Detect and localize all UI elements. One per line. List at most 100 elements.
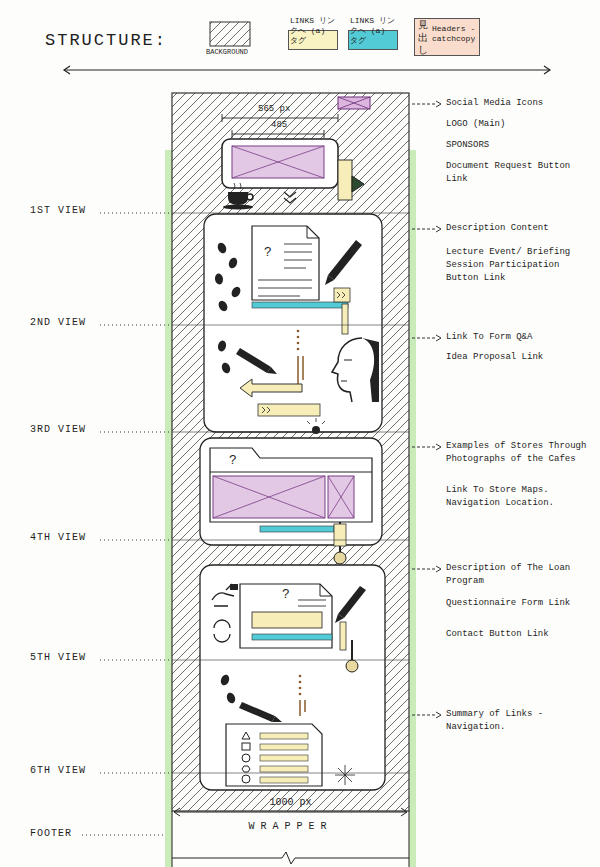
panel-view-3 [210, 448, 372, 522]
panel-view-4-5 [225, 691, 236, 704]
panel-view-1-2 [307, 226, 319, 238]
panel-view-1-2 [252, 302, 348, 308]
dimension-label: 565 px [258, 104, 290, 115]
panel-view-4-5 [242, 743, 250, 750]
panel-view-4-5 [219, 673, 230, 686]
panel-view-3 [210, 472, 372, 473]
header-area [223, 205, 253, 210]
annotation-note: Description of The Loan Program [446, 562, 594, 588]
panel-view-1-2 [227, 256, 238, 269]
panel-view-1-2 [240, 379, 302, 397]
wrapper-dimension [172, 808, 409, 867]
header-area [232, 146, 324, 178]
panel-view-4-5 [242, 766, 250, 772]
annotation-note: Examples of Stores Through Photographs o… [446, 440, 594, 466]
panel-view-1-2 [341, 360, 352, 381]
top-ruler [64, 69, 550, 70]
header-area [232, 130, 324, 138]
header-area [284, 192, 296, 203]
wrapper-green-edges [409, 150, 416, 867]
annotation-note: Idea Proposal Link [446, 351, 594, 364]
annotation-note: Document Request Button Link [446, 160, 594, 186]
question-mark: ? [282, 587, 290, 603]
dimension-label: 1000 px [172, 797, 409, 810]
panel-view-4-5 [252, 612, 322, 628]
legend-text: Headers - catchcopy [432, 24, 479, 44]
panel-view-1-2 [236, 348, 271, 373]
top-ruler [64, 66, 550, 74]
panel-view-3 [334, 524, 346, 546]
panel-view-4-5 [260, 733, 308, 739]
panel-view-4-5 [260, 766, 308, 772]
panel-view-1-2 [342, 304, 348, 334]
panel-view-4-5 [226, 724, 322, 786]
header-area [232, 146, 324, 178]
legend-hatch-swatch [210, 22, 250, 46]
view-lines [82, 213, 172, 835]
panel-view-1-2 [297, 348, 300, 351]
view-label: 1ST VIEW [30, 205, 86, 218]
header-area [247, 194, 253, 200]
panel-view-1-2 [220, 361, 231, 374]
panel-view-4-5 [346, 660, 358, 672]
annotation-note: Questionnaire Form Link [446, 597, 594, 610]
panel-view-1-2 [204, 214, 382, 432]
panel-view-4-5 [239, 702, 275, 722]
legend-text: LINKS リンクへ (a) タグ [350, 16, 396, 46]
panel-view-3 [328, 476, 354, 518]
panel-view-4-5 [300, 700, 305, 716]
panel-view-4-5 [351, 640, 353, 660]
view-label: 2ND VIEW [30, 317, 86, 330]
panel-view-4-5 [219, 673, 236, 704]
annotation-note: Link To Store Maps. Navigation Location. [446, 484, 594, 510]
annotation-note: Social Media Icons [446, 97, 594, 110]
dimension-label: 485 [271, 120, 287, 131]
panel-view-3 [334, 552, 346, 564]
panel-view-4-5 [252, 634, 332, 640]
panel-view-4-5 [299, 693, 302, 696]
leader-lines [436, 101, 441, 718]
view-label: 4TH VIEW [30, 532, 86, 545]
panel-view-1-2 [297, 336, 300, 339]
leader-lines [412, 104, 436, 715]
panel-view-1-2 [252, 226, 319, 300]
panel-view-3 [260, 526, 334, 532]
background-column [172, 93, 409, 811]
header-area [222, 97, 370, 210]
panel-view-4-5 [299, 675, 302, 678]
panel-view-3 [200, 438, 382, 564]
panel-view-1-2 [298, 356, 303, 386]
wrapper-dimension [172, 852, 409, 864]
view-lines [172, 213, 409, 773]
view-lines [82, 213, 409, 835]
vertical-heading: 見出し [418, 20, 428, 58]
panel-view-4-5 [260, 744, 308, 750]
panel-view-1-2 [332, 338, 362, 402]
header-area [338, 160, 352, 200]
view-label: 6TH VIEW [30, 765, 86, 778]
legend-text: LINKS リンクへ (a) タグ [290, 16, 336, 46]
panel-view-4-5 [260, 755, 308, 761]
header-area [222, 139, 338, 188]
panel-view-4-5 [200, 565, 385, 790]
panel-view-1-2 [204, 214, 382, 432]
panel-view-4-5 [200, 565, 385, 790]
view-label: 5TH VIEW [30, 652, 86, 665]
panel-view-1-2 [230, 285, 242, 299]
wrapper-green-edges [165, 150, 172, 867]
header-area [338, 97, 370, 109]
panel-view-1-2 [297, 330, 300, 351]
panel-view-1-2 [328, 240, 362, 280]
annotation-note: Summary of Links - Navigation. [446, 708, 594, 734]
panel-view-4-5 [299, 687, 302, 690]
wrapper-dimension [174, 808, 407, 816]
panel-view-4-5 [299, 675, 302, 696]
panel-view-1-2 [217, 340, 228, 353]
panel-view-3 [213, 476, 325, 518]
panel-view-1-2 [217, 299, 229, 313]
panel-view-4-5 [242, 775, 250, 783]
panel-view-1-2 [334, 288, 350, 302]
panel-view-4-5 [260, 777, 308, 783]
